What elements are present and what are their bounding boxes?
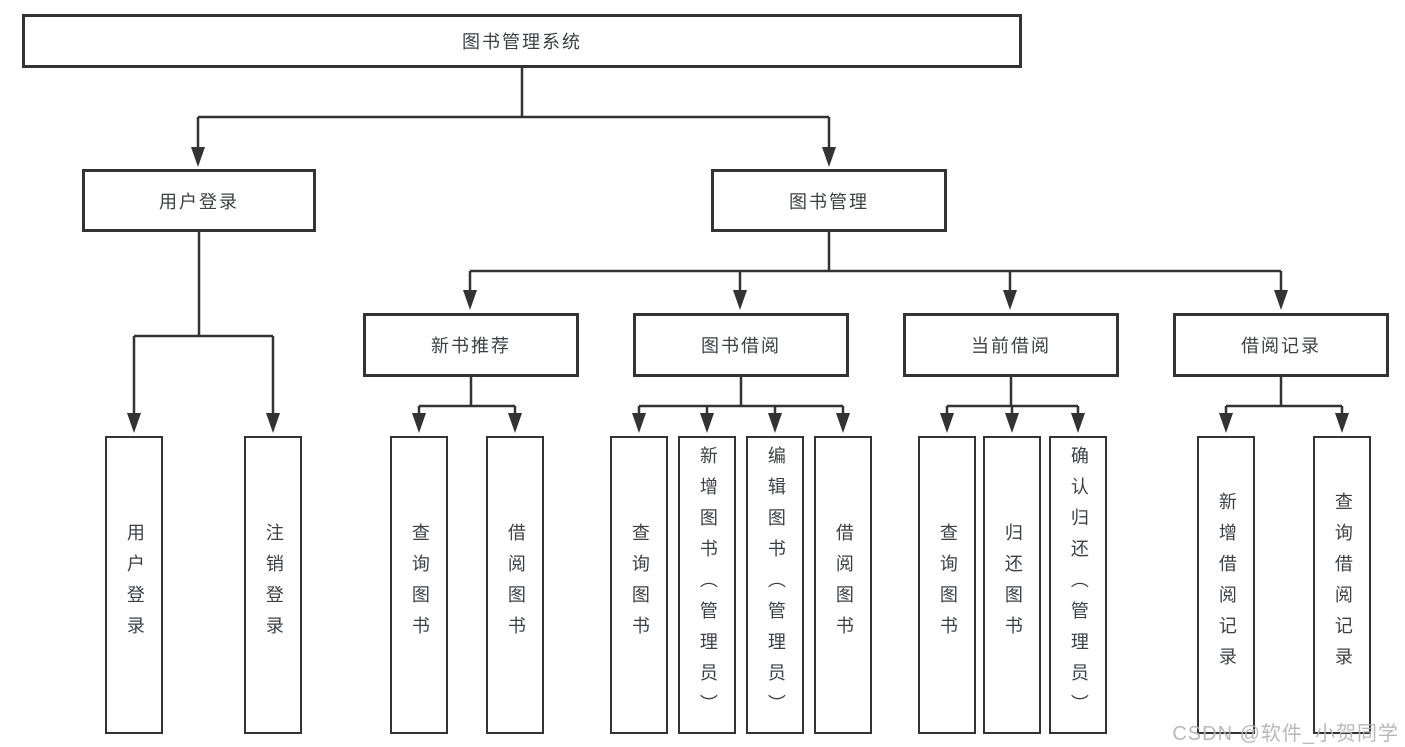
leaf-label: 确认归还（管理员） [1068, 445, 1089, 725]
leaf-return-books: 归还图书 [983, 436, 1041, 734]
leaf-label: 查询图书 [937, 523, 958, 647]
leaf-edit-books-admin: 编辑图书（管理员） [746, 436, 804, 734]
node-user-login: 用户登录 [82, 169, 316, 232]
leaf-label: 查询图书 [409, 523, 430, 647]
node-label: 新书推荐 [431, 336, 511, 356]
node-label: 图书管理 [789, 191, 869, 212]
node-new-book-recommendation: 新书推荐 [363, 313, 579, 377]
csdn-watermark: CSDN @软件_小贺同学 [1172, 723, 1399, 745]
node-current-borrowing: 当前借阅 [903, 313, 1119, 377]
leaf-label: 编辑图书（管理员） [765, 445, 786, 725]
leaf-label: 注销登录 [263, 523, 284, 647]
leaf-label: 借阅图书 [833, 523, 854, 647]
node-borrowing-records: 借阅记录 [1173, 313, 1389, 377]
leaf-query-books-recommendation: 查询图书 [390, 436, 448, 734]
leaf-label: 新增图书（管理员） [697, 445, 718, 725]
leaf-label: 用户登录 [124, 523, 145, 647]
leaf-label: 查询借阅记录 [1332, 492, 1353, 678]
arrowheads [127, 147, 1349, 433]
node-book-management: 图书管理 [711, 169, 947, 232]
leaf-confirm-return-admin: 确认归还（管理员） [1049, 436, 1107, 734]
leaf-query-books-borrowing: 查询图书 [610, 436, 668, 734]
node-label: 借阅记录 [1241, 336, 1321, 356]
leaf-user-login: 用户登录 [105, 436, 163, 734]
leaf-borrow-books: 借阅图书 [814, 436, 872, 734]
leaf-add-borrow-record: 新增借阅记录 [1197, 436, 1255, 734]
node-label: 图书借阅 [701, 336, 781, 356]
leaf-query-books-current: 查询图书 [918, 436, 976, 734]
connector-path [132, 68, 1344, 417]
node-label: 用户登录 [159, 191, 239, 212]
leaf-label: 新增借阅记录 [1216, 492, 1237, 678]
node-library-management-system: 图书管理系统 [22, 14, 1022, 68]
node-label: 图书管理系统 [462, 32, 582, 52]
leaf-borrow-books-recommendation: 借阅图书 [486, 436, 544, 734]
node-label: 当前借阅 [971, 336, 1051, 356]
node-book-borrowing: 图书借阅 [633, 313, 849, 377]
leaf-query-borrow-record: 查询借阅记录 [1313, 436, 1371, 734]
leaf-logout: 注销登录 [244, 436, 302, 734]
leaf-label: 查询图书 [629, 523, 650, 647]
leaf-label: 借阅图书 [505, 523, 526, 647]
leaf-label: 归还图书 [1002, 523, 1023, 647]
leaf-add-books-admin: 新增图书（管理员） [678, 436, 736, 734]
